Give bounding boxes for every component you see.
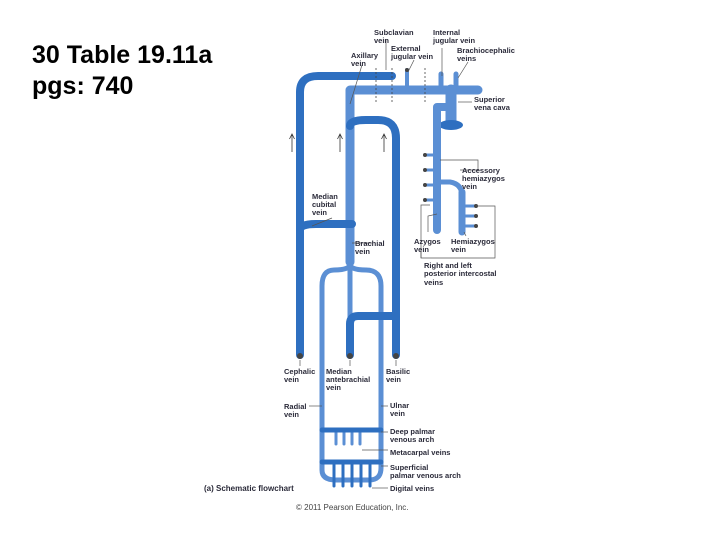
median-vein-end	[347, 353, 353, 359]
leader-lines	[299, 39, 496, 489]
label-subclavian-vein: Subclavian vein	[374, 28, 416, 45]
label-accessory-hemiazygos-vein: Accessory hemiazygos vein	[462, 166, 507, 191]
basilic-cubital-link	[346, 312, 400, 359]
label-median-cubital-vein: Median cubital vein	[312, 192, 340, 217]
label-superior-vena-cava: Superior vena cava	[474, 95, 511, 112]
axillary-brachiocephalic-trunk	[345, 85, 483, 267]
metacarpal-veins	[334, 430, 362, 446]
flow-arrow-up	[381, 133, 387, 152]
intercostal-end	[423, 198, 427, 202]
right-intercostal-branches	[423, 153, 439, 202]
copyright-notice: © 2011 Pearson Education, Inc.	[296, 503, 408, 512]
label-radial-vein: Radial vein	[284, 402, 309, 419]
label-basilic-vein: Basilic vein	[386, 367, 412, 384]
label-external-jugular-vein: External jugular vein	[390, 44, 434, 61]
azygos-arch	[433, 103, 455, 234]
label-posterior-intercostal-veins: Right and left posterior intercostal vei…	[424, 261, 499, 287]
intercostal-end	[423, 153, 427, 157]
dashed-boundaries	[375, 68, 426, 102]
label-ulnar-vein: Ulnar vein	[390, 401, 411, 418]
label-azygos-vein: Azygos vein	[414, 237, 443, 254]
label-deep-palmar-venous-arch: Deep palmar venous arch	[390, 427, 437, 444]
slide-title: 30 Table 19.11a pgs: 740	[32, 40, 212, 102]
label-digital-veins: Digital veins	[390, 484, 434, 493]
external-jugular-end	[405, 68, 409, 72]
label-superficial-palmar-venous-arch: Superficial palmar venous arch	[390, 463, 461, 480]
flow-arrows	[289, 133, 387, 152]
label-brachiocephalic-veins: Brachiocephalic veins	[457, 46, 517, 63]
cephalic-vein	[296, 72, 396, 359]
label-brachial-vein: Brachial vein	[355, 239, 387, 256]
label-internal-jugular-vein: Internal jugular vein	[432, 28, 476, 45]
label-metacarpal-veins: Metacarpal veins	[390, 448, 450, 457]
basilic-vein-end	[393, 353, 399, 359]
slide-title-line1: 30 Table 19.11a	[32, 41, 213, 69]
labels: Subclavian vein Internal jugular vein Ex…	[284, 28, 517, 493]
vena-cava-opening	[439, 120, 463, 130]
slide-title-line2: pgs: 740	[32, 72, 134, 100]
intercostal-end	[474, 224, 478, 228]
label-hemiazygos-vein: Hemiazygos vein	[451, 237, 497, 254]
cephalic-vein-end	[297, 353, 303, 359]
intercostal-end	[474, 214, 478, 218]
vessels	[296, 68, 483, 488]
median-cubital-vein	[296, 220, 356, 234]
intercostal-end	[423, 183, 427, 187]
intercostal-end	[423, 168, 427, 172]
label-cephalic-vein: Cephalic vein	[284, 367, 317, 384]
left-intercostal-branches	[460, 204, 478, 228]
digital-veins	[332, 460, 372, 488]
flow-arrow-up	[337, 133, 343, 152]
flow-arrow-up	[289, 133, 295, 152]
basilic-vein	[346, 116, 400, 359]
figure-caption: (a) Schematic flowchart	[204, 484, 294, 493]
label-axillary-vein: Axillary vein	[351, 51, 380, 68]
label-median-antebrachial-vein: Median antebrachial vein	[326, 367, 372, 392]
